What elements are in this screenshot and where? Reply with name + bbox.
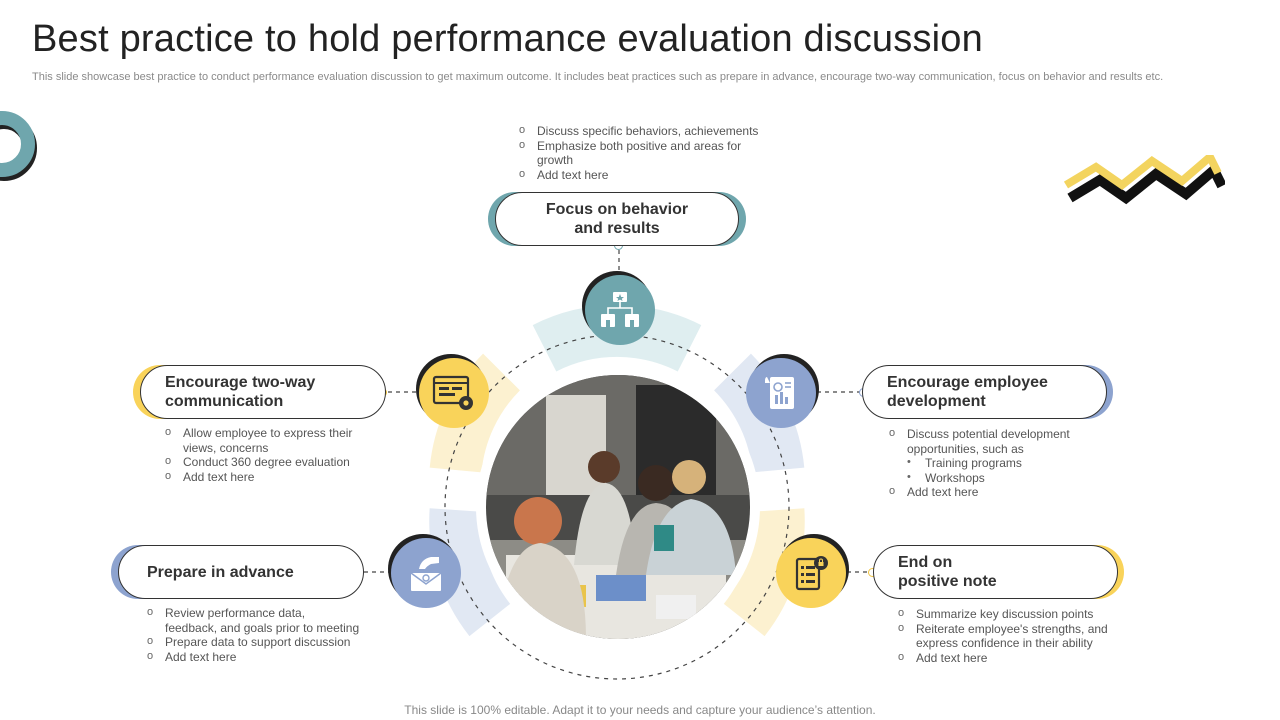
zigzag-decoration-icon — [1063, 155, 1225, 205]
step-development-label-line1: Encourage employee — [887, 374, 1048, 391]
focus-bullet-list: Discuss specific behaviors, achievements… — [519, 123, 789, 183]
arc-segment-lower-left — [429, 508, 511, 637]
list-item: Summarize key discussion points — [898, 606, 1128, 622]
development-bullet-list: Discuss potential development opportunit… — [889, 426, 1089, 500]
step-development-pill: Encourage employee development — [862, 365, 1113, 419]
step-development-icon-circle — [746, 358, 816, 428]
step-positive-icon-circle — [776, 538, 846, 608]
team-meeting-photo — [486, 375, 750, 639]
list-item-continuation: growth — [537, 153, 574, 167]
list-item-continuation: feedback, and goals prior to meeting — [165, 620, 360, 635]
step-communication-label-line2: communication — [165, 393, 284, 410]
list-item: growth — [519, 153, 789, 168]
list-item: Allow employee to express their — [165, 425, 375, 441]
list-item-continuation: express confidence in their ability — [916, 636, 1093, 650]
list-item: opportunities, such as — [889, 442, 1089, 457]
communication-bullet-list: Allow employee to express their views, c… — [165, 425, 375, 485]
list-item: Add text here — [519, 167, 789, 183]
step-communication-icon-circle — [419, 358, 489, 428]
list-item: Add text here — [898, 650, 1128, 666]
list-item: Conduct 360 degree evaluation — [165, 454, 375, 470]
store-network-icon — [601, 292, 639, 327]
page-subtitle: This slide showcase best practice to con… — [32, 71, 1164, 83]
list-item: Emphasize both positive and areas for — [519, 138, 789, 154]
list-item: Review performance data, — [147, 605, 377, 621]
browser-settings-icon — [432, 375, 473, 410]
list-item: Prepare data to support discussion — [147, 634, 377, 650]
locked-document-icon — [795, 556, 828, 591]
step-communication-label-line1: Encourage two-way — [165, 374, 316, 391]
step-prepare-icon-circle — [391, 538, 461, 608]
step-focus-pill: Focus on behavior and results — [488, 192, 746, 246]
report-document-icon — [765, 377, 794, 409]
step-prepare-label: Prepare in advance — [147, 563, 294, 581]
list-item: Workshops — [889, 470, 1089, 486]
step-prepare-pill: Prepare in advance — [111, 545, 364, 599]
list-item: Training programs — [889, 455, 1089, 471]
prepare-bullet-list: Review performance data, feedback, and g… — [147, 605, 377, 665]
list-item: Add text here — [889, 484, 1089, 500]
list-item: Discuss potential development — [889, 426, 1089, 442]
step-positive-label-line2: positive note — [898, 573, 997, 590]
hand-envelope-icon — [410, 557, 442, 591]
ring-decoration-icon — [0, 111, 37, 181]
list-item: Discuss specific behaviors, achievements — [519, 123, 789, 139]
list-item-continuation: views, concerns — [183, 440, 269, 455]
step-positive-label-line1: End on — [898, 554, 953, 571]
step-focus-label-line2: and results — [574, 220, 660, 237]
positive-bullet-list: Summarize key discussion points Reiterat… — [898, 606, 1128, 666]
step-communication-pill: Encourage two-way communication — [133, 365, 386, 419]
list-item: feedback, and goals prior to meeting — [147, 621, 377, 636]
step-focus-label-line1: Focus on behavior — [545, 201, 689, 218]
step-development-label-line2: development — [887, 393, 986, 410]
list-item: views, concerns — [165, 441, 375, 456]
footer-note: This slide is 100% editable. Adapt it to… — [404, 703, 876, 717]
step-focus-icon-circle — [585, 275, 655, 345]
arc-segment-lower-right — [723, 508, 805, 637]
list-item: Add text here — [165, 469, 375, 485]
list-item: Reiterate employee's strengths, and — [898, 621, 1128, 637]
step-positive-pill: End on positive note — [873, 545, 1124, 599]
list-item-continuation: opportunities, such as — [907, 441, 1024, 456]
list-item: express confidence in their ability — [898, 636, 1128, 651]
page-title: Best practice to hold performance evalua… — [32, 18, 983, 60]
list-item: Add text here — [147, 649, 377, 665]
